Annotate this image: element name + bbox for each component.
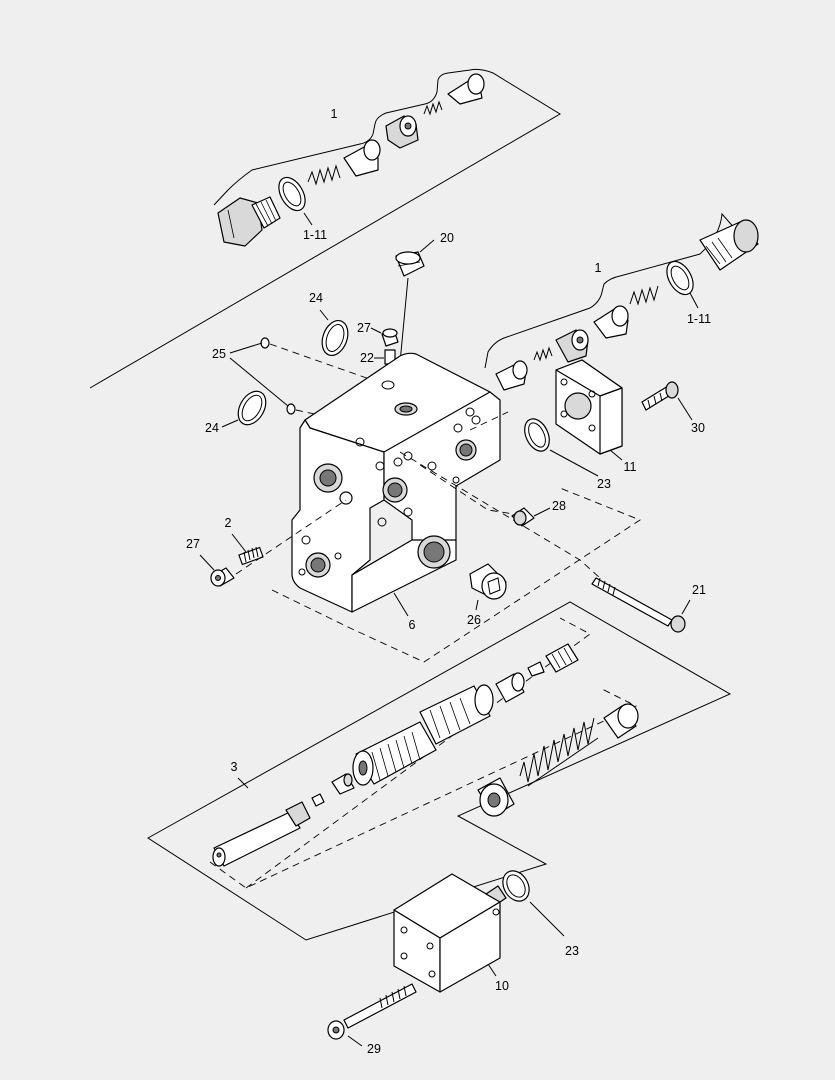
bushing bbox=[495, 672, 525, 703]
end-nut bbox=[545, 643, 579, 673]
o-ring-right bbox=[666, 260, 694, 296]
small-spring-right bbox=[533, 346, 553, 362]
label-22: 22 bbox=[360, 351, 374, 365]
spring-right bbox=[629, 285, 659, 306]
label-26: 26 bbox=[467, 613, 481, 627]
valve-body-6: 6 bbox=[271, 352, 641, 663]
label-27-top: 27 bbox=[357, 321, 371, 335]
large-spring bbox=[519, 717, 599, 787]
o-ring-24-left bbox=[237, 390, 267, 426]
o-ring-23-bottom: 23 bbox=[502, 870, 579, 958]
bolt-21: 21 bbox=[591, 577, 706, 633]
poppet-right bbox=[495, 360, 528, 391]
threaded-sleeve bbox=[352, 684, 494, 786]
small-ring bbox=[527, 661, 545, 677]
label-27-left: 27 bbox=[186, 537, 200, 551]
plug-cap-top bbox=[217, 196, 281, 247]
label-28: 28 bbox=[552, 499, 566, 513]
small-pin bbox=[311, 793, 325, 807]
label-1-right: 1 bbox=[595, 261, 602, 275]
bracket-line bbox=[89, 68, 561, 389]
plug-28: 28 bbox=[511, 499, 566, 527]
ball-25-b bbox=[286, 403, 296, 415]
piston-right bbox=[593, 305, 629, 339]
label-1-11-right: 1-11 bbox=[687, 312, 711, 326]
label-1-11-top: 1-11 bbox=[303, 228, 327, 242]
plug-cap-right bbox=[699, 219, 759, 271]
valve-seat-top bbox=[385, 115, 419, 149]
spool-rod bbox=[212, 801, 311, 867]
label-23-mid: 23 bbox=[597, 477, 611, 491]
spool-assembly-3: 3 bbox=[147, 601, 732, 941]
plug-26: 26 bbox=[467, 563, 507, 627]
label-10: 10 bbox=[495, 979, 509, 993]
label-23-bottom: 23 bbox=[565, 944, 579, 958]
spring-retainer-left bbox=[477, 777, 515, 817]
relief-valve-assembly-right: 1 1-11 bbox=[484, 212, 759, 391]
o-ring-top bbox=[278, 176, 306, 212]
small-parts-upper-left: 24 27 22 25 24 bbox=[205, 291, 399, 435]
label-2: 2 bbox=[225, 516, 232, 530]
label-24-top: 24 bbox=[309, 291, 323, 305]
relief-valve-assembly-top: 1 1-11 bbox=[89, 68, 561, 389]
piston-top bbox=[343, 139, 381, 177]
label-11: 11 bbox=[624, 460, 637, 474]
label-1-top: 1 bbox=[331, 107, 338, 121]
cover-10: 10 bbox=[393, 873, 509, 993]
flange-11: 11 bbox=[555, 359, 637, 474]
plug-27-top bbox=[381, 328, 399, 347]
label-21: 21 bbox=[692, 583, 706, 597]
bolt-30: 30 bbox=[641, 381, 705, 435]
bolt-29: 29 bbox=[327, 983, 417, 1056]
label-24-left: 24 bbox=[205, 421, 219, 435]
set-screw-2 bbox=[238, 546, 264, 566]
plug-27-left bbox=[210, 567, 235, 587]
o-ring-24-top bbox=[321, 319, 349, 357]
ball-25-a bbox=[260, 337, 270, 349]
plug-20: 20 bbox=[395, 231, 454, 385]
small-spring-top bbox=[423, 100, 443, 116]
valve-seat-right bbox=[555, 329, 589, 363]
label-30: 30 bbox=[691, 421, 705, 435]
spring-retainer-right bbox=[603, 703, 639, 739]
label-3: 3 bbox=[231, 760, 238, 774]
bracket-outline-3 bbox=[147, 601, 732, 941]
o-ring-23-mid: 23 bbox=[524, 418, 611, 491]
small-parts-lower-left: 2 27 bbox=[186, 499, 347, 587]
label-6: 6 bbox=[409, 618, 416, 632]
spring-top bbox=[307, 164, 341, 186]
poppet-top bbox=[447, 73, 485, 105]
label-29: 29 bbox=[367, 1042, 381, 1056]
label-20: 20 bbox=[440, 231, 454, 245]
label-25: 25 bbox=[212, 347, 226, 361]
collar bbox=[331, 773, 355, 795]
